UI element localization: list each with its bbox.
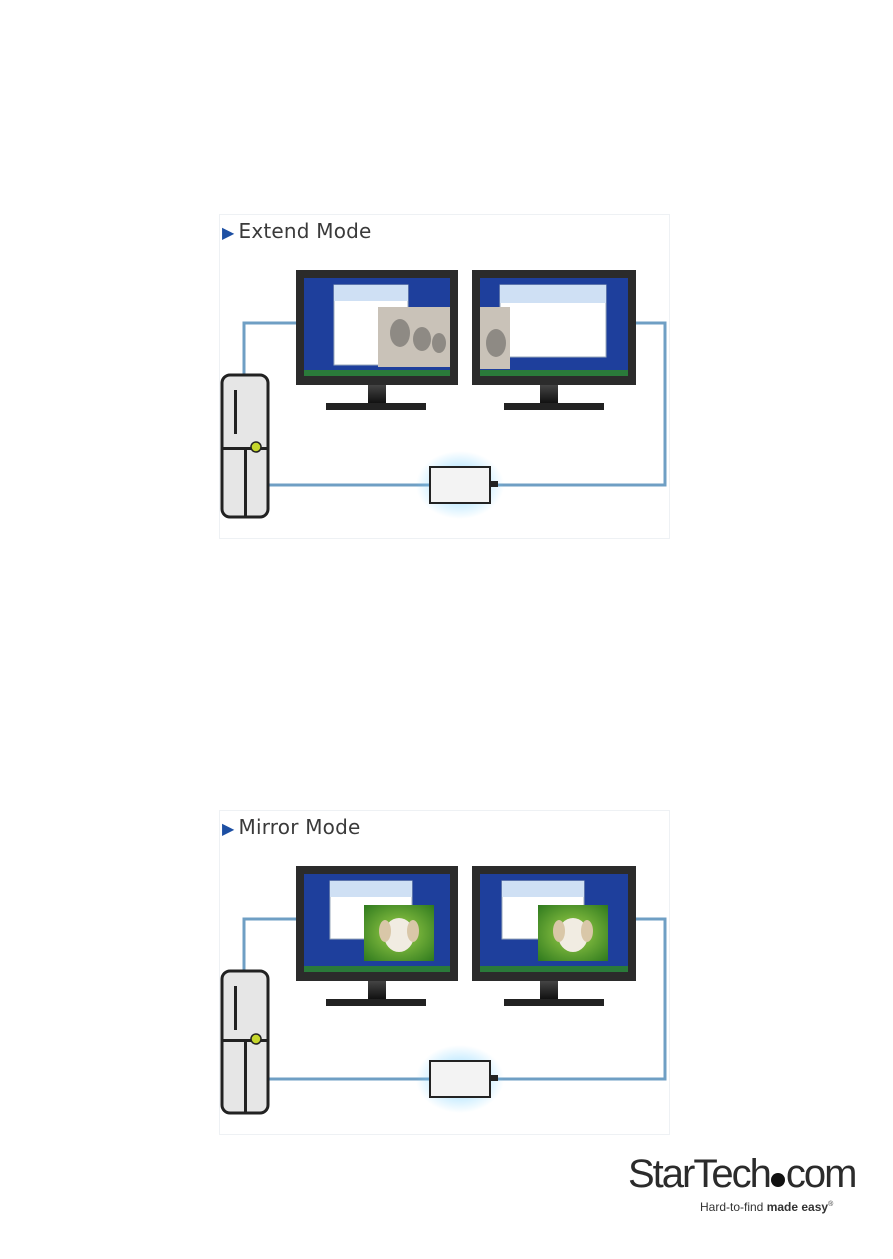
computer-tower (222, 971, 268, 1113)
usb-video-adapter (416, 1045, 504, 1113)
right-monitor (472, 270, 636, 410)
mirror-mode-panel: ▶Mirror Mode (219, 810, 670, 1135)
extend-mode-diagram (220, 215, 671, 540)
mirror-mode-diagram (220, 811, 671, 1136)
logo-tagline: Hard-to-find made easy® (700, 1200, 833, 1214)
logo-dot-icon (771, 1173, 785, 1187)
left-monitor (296, 270, 458, 410)
computer-tower (222, 375, 268, 517)
left-monitor (296, 866, 458, 1006)
right-monitor (472, 866, 636, 1006)
usb-video-adapter (416, 451, 504, 519)
extend-mode-panel: ▶Extend Mode (219, 214, 670, 539)
